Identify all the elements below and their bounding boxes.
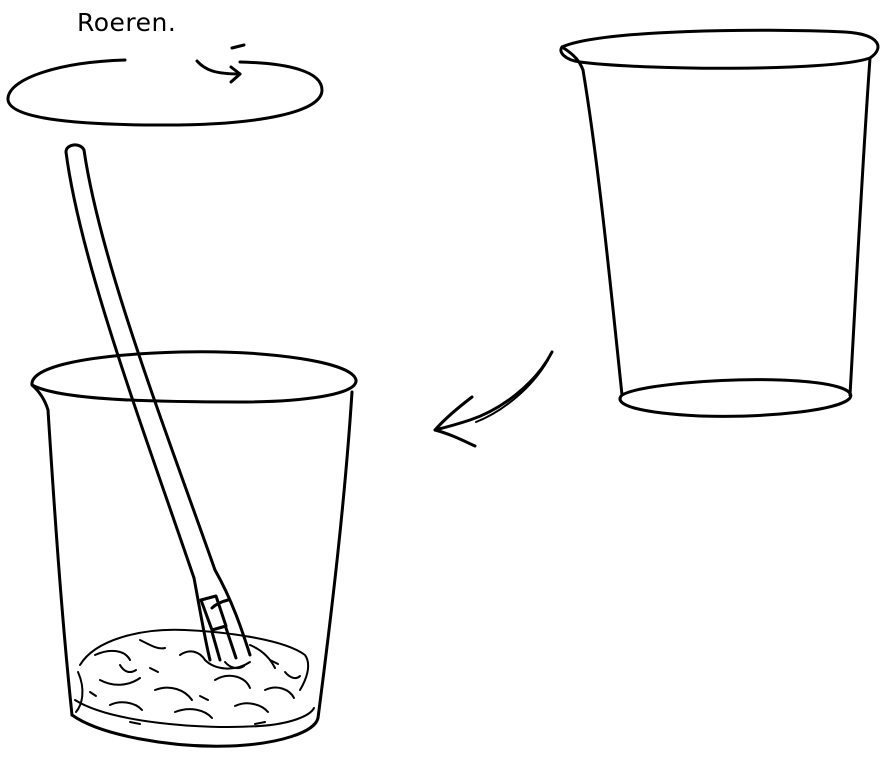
stir-motion-icon bbox=[8, 45, 322, 125]
beaker-with-mixture-icon bbox=[32, 352, 356, 746]
empty-beaker-icon bbox=[561, 30, 878, 416]
pour-arrow-icon bbox=[435, 352, 552, 446]
